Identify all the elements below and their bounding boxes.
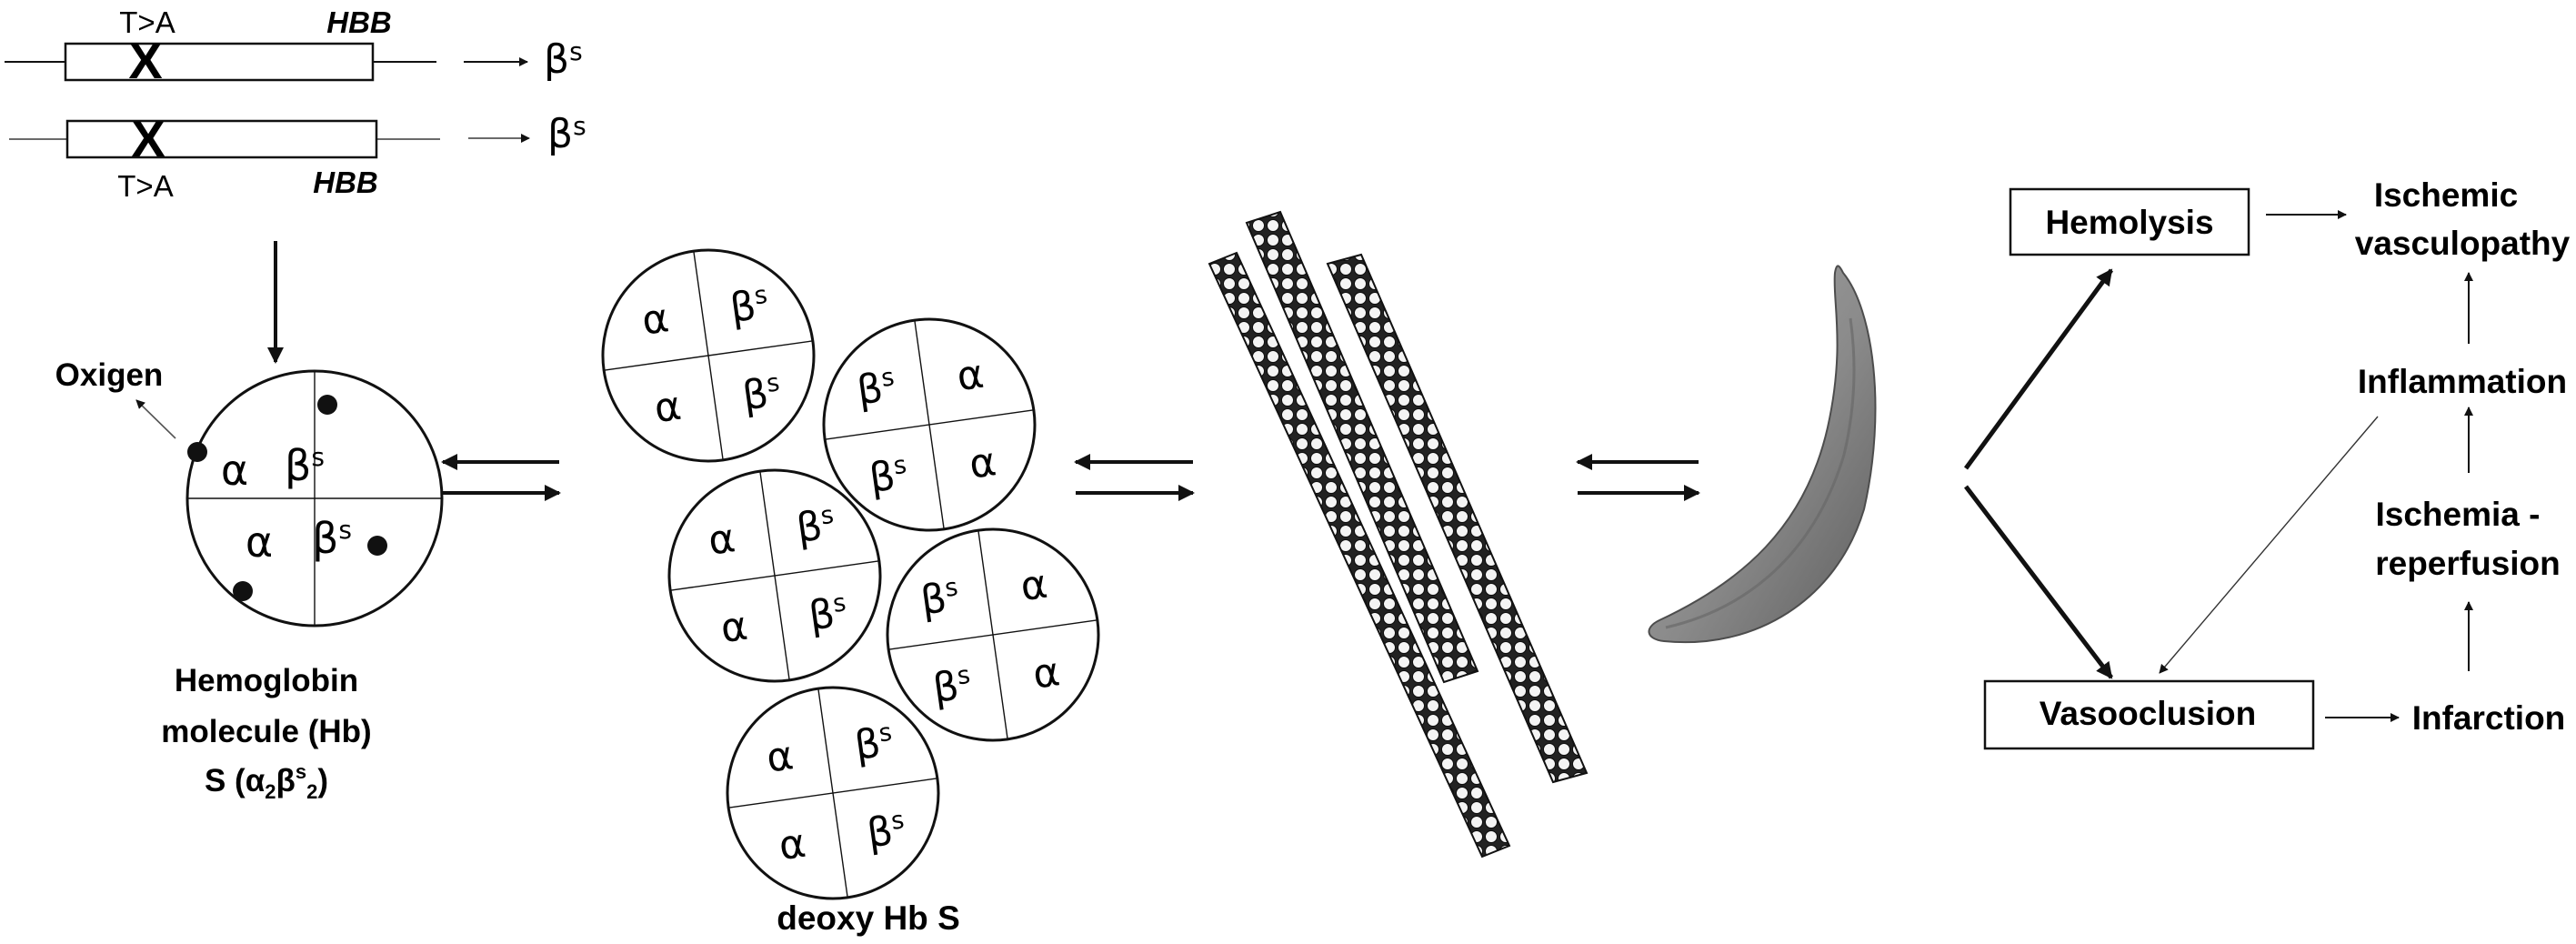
hbb-gene-box (65, 119, 378, 159)
gene-name: HBB (326, 5, 392, 39)
ischemic-vasculopathy-line2: vasculopathy (2355, 225, 2571, 262)
alpha-subunit: α (651, 383, 684, 433)
ischemia-reperfusion-line1: Ischemia - (2376, 496, 2541, 533)
polymer-fiber (1208, 251, 1511, 859)
gene-allele-2: X T>A HBB βs (9, 110, 586, 203)
hemolysis-label: Hemolysis (2045, 204, 2213, 241)
oxygen-dot (233, 581, 253, 601)
alpha-subunit: α (1017, 561, 1050, 611)
svg-text:βs: βs (285, 441, 325, 490)
mutation-label: T>A (119, 5, 175, 39)
beta-subunit: βs (806, 588, 850, 639)
alpha-subunit: α (967, 438, 999, 488)
beta-subunit: βs (867, 451, 911, 502)
sickle-cell-icon (1648, 265, 1877, 644)
vasoocclusion-box: Vasooclusion (1983, 679, 2315, 750)
svg-text:βs: βs (544, 36, 583, 83)
alpha-subunit: α (706, 515, 738, 565)
oxygen-dot (317, 395, 337, 415)
mutation-cross-icon: X (131, 110, 165, 167)
beta-sup: s (311, 442, 325, 472)
beta-s-sup: s (569, 36, 583, 66)
hemoglobin-caption-line1: Hemoglobin (175, 663, 358, 698)
oxygen-dot (187, 442, 207, 462)
ischemia-reperfusion-line2: reperfusion (2375, 545, 2561, 582)
ischemic-vasculopathy-line1: Ischemic (2374, 176, 2518, 214)
oxygen-release-arrow (135, 399, 176, 439)
beta-s-label: β (547, 111, 573, 157)
beta-subunit: βs (930, 661, 975, 712)
hbb-gene-box (64, 42, 375, 82)
vasoocclusion-label: Vasooclusion (2040, 695, 2257, 732)
hbs-tetramer: α βs α βs (667, 468, 882, 683)
equilibrium-arrows (1576, 454, 1700, 501)
alpha-subunit: α (717, 603, 750, 653)
beta-sup: s (338, 515, 352, 545)
hemoglobin-molecule: α βs α βs (185, 369, 444, 628)
hbs-tetramer: α βs α βs (601, 248, 816, 463)
mutation-label: T>A (117, 169, 173, 203)
gene-allele-1: X T>A HBB βs (5, 5, 583, 89)
beta-subunit: βs (917, 573, 962, 624)
beta-subunit: βs (852, 718, 897, 769)
polymer-fiber (1245, 210, 1479, 684)
beta-subunit: βs (727, 281, 772, 332)
hbs-polymer-fibers (1208, 210, 1589, 859)
beta-subunit: β (285, 441, 311, 490)
alpha-subunit: α (246, 517, 273, 567)
polymer-fiber (1326, 253, 1589, 784)
svg-text:βs: βs (547, 111, 586, 157)
deoxy-caption: deoxy Hb S (777, 899, 960, 937)
oxygen-label: Oxigen (55, 357, 164, 393)
alpha-subunit: α (954, 351, 987, 401)
inflammation-label: Inflammation (2358, 363, 2567, 400)
equilibrium-arrows (1074, 454, 1195, 501)
pathway-branch-arrows (1963, 268, 2114, 679)
hemolysis-box: Hemolysis (2009, 187, 2250, 256)
hemoglobin-caption-line2: molecule (Hb) (161, 714, 371, 749)
alpha-subunit: α (221, 446, 248, 495)
svg-text:βs: βs (312, 514, 352, 563)
beta-subunit: βs (854, 363, 898, 414)
oxygen-dot (367, 536, 387, 556)
equilibrium-arrows (441, 454, 561, 501)
infarction-label: Infarction (2412, 699, 2566, 737)
alpha-subunit: α (764, 732, 797, 782)
beta-subunit: β (312, 514, 338, 563)
alpha-subunit: α (776, 820, 808, 870)
mutation-cross-icon: X (128, 32, 162, 89)
beta-subunit: βs (739, 368, 784, 419)
hemoglobin-caption-line3: S (α2βs2) (205, 760, 328, 803)
alpha-subunit: α (1030, 648, 1063, 698)
beta-subunit: βs (794, 501, 838, 552)
feedback-arrow (2159, 416, 2379, 674)
gene-name: HBB (313, 166, 378, 199)
alpha-subunit: α (639, 295, 672, 345)
beta-subunit: βs (864, 806, 908, 857)
beta-s-sup: s (573, 111, 586, 141)
beta-s-label: β (544, 36, 569, 83)
hbs-tetramer: α βs α βs (726, 686, 940, 900)
